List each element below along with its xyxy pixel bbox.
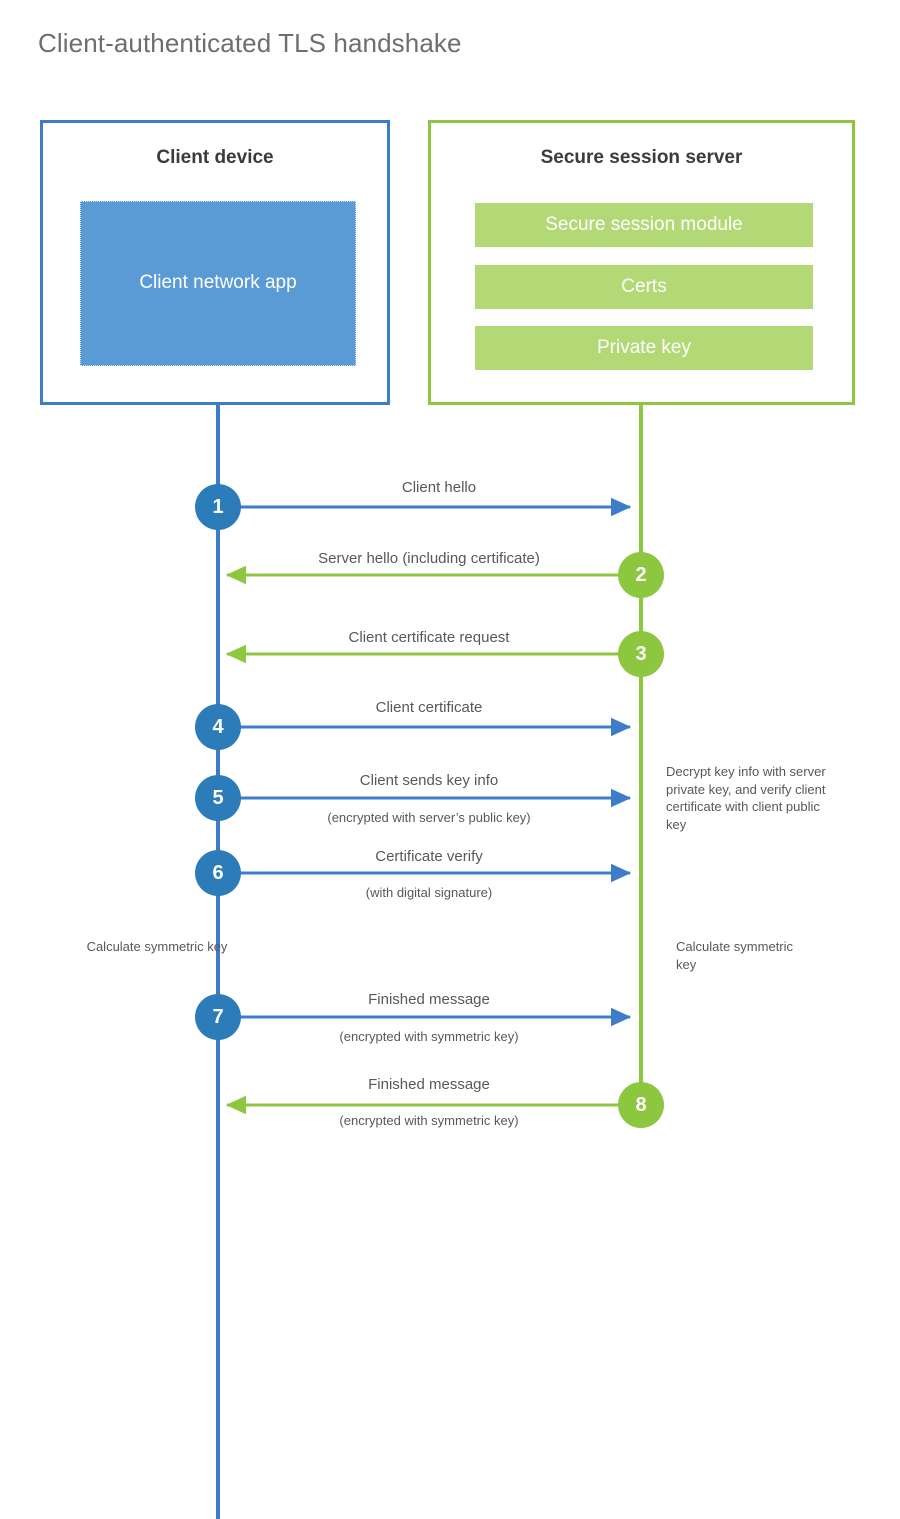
message-sublabel-8: (encrypted with symmetric key) xyxy=(339,1113,519,1128)
step-marker-2[interactable]: 2 xyxy=(618,552,664,598)
message-label-8: Finished message xyxy=(368,1076,490,1093)
message-label-6: Certificate verify xyxy=(375,848,483,865)
message-label-1: Client hello xyxy=(401,479,477,496)
client-device-box: Client device Client network app xyxy=(40,120,390,405)
client-device-title: Client device xyxy=(156,147,274,168)
step-marker-8[interactable]: 8 xyxy=(618,1082,664,1128)
message-sublabel-6: (with digital signature) xyxy=(365,885,493,900)
step-marker-1[interactable]: 1 xyxy=(195,484,241,530)
server-component-certs: Certs xyxy=(475,265,813,309)
server-component-private-key: Private key xyxy=(475,326,813,370)
step-marker-4[interactable]: 4 xyxy=(195,704,241,750)
page-title: Client-authenticated TLS handshake xyxy=(38,28,462,58)
message-sublabel-7: (encrypted with symmetric key) xyxy=(339,1029,519,1044)
server-calculate-symmetric-key-note: Calculate symmetric key xyxy=(676,939,794,972)
client-network-app-block: Client network app xyxy=(80,201,356,366)
message-label-4: Client certificate xyxy=(375,699,483,716)
server-decrypt-note: Decrypt key info with server private key… xyxy=(666,764,826,832)
secure-session-server-box: Secure session server Secure session mod… xyxy=(428,120,855,405)
step-marker-7[interactable]: 7 xyxy=(195,994,241,1040)
secure-session-server-title: Secure session server xyxy=(540,147,743,168)
message-label-2: Server hello (including certificate) xyxy=(318,550,540,567)
arrow-layer xyxy=(218,497,641,1115)
message-sublabel-5: (encrypted with server’s public key) xyxy=(327,810,531,825)
server-component-secure-session-module: Secure session module xyxy=(475,203,813,247)
step-marker-6[interactable]: 6 xyxy=(195,850,241,896)
client-calculate-symmetric-key-note: Calculate symmetric key xyxy=(86,939,228,954)
message-label-3: Client certificate request xyxy=(348,629,510,646)
step-marker-5[interactable]: 5 xyxy=(195,775,241,821)
step-marker-3[interactable]: 3 xyxy=(618,631,664,677)
diagram-canvas: Client-authenticated TLS handshake Clien… xyxy=(38,28,855,1519)
message-label-7: Finished message xyxy=(368,991,490,1008)
server-lifeline xyxy=(639,405,643,1105)
client-lifeline xyxy=(216,405,220,1519)
message-label-5: Client sends key info xyxy=(359,772,499,789)
